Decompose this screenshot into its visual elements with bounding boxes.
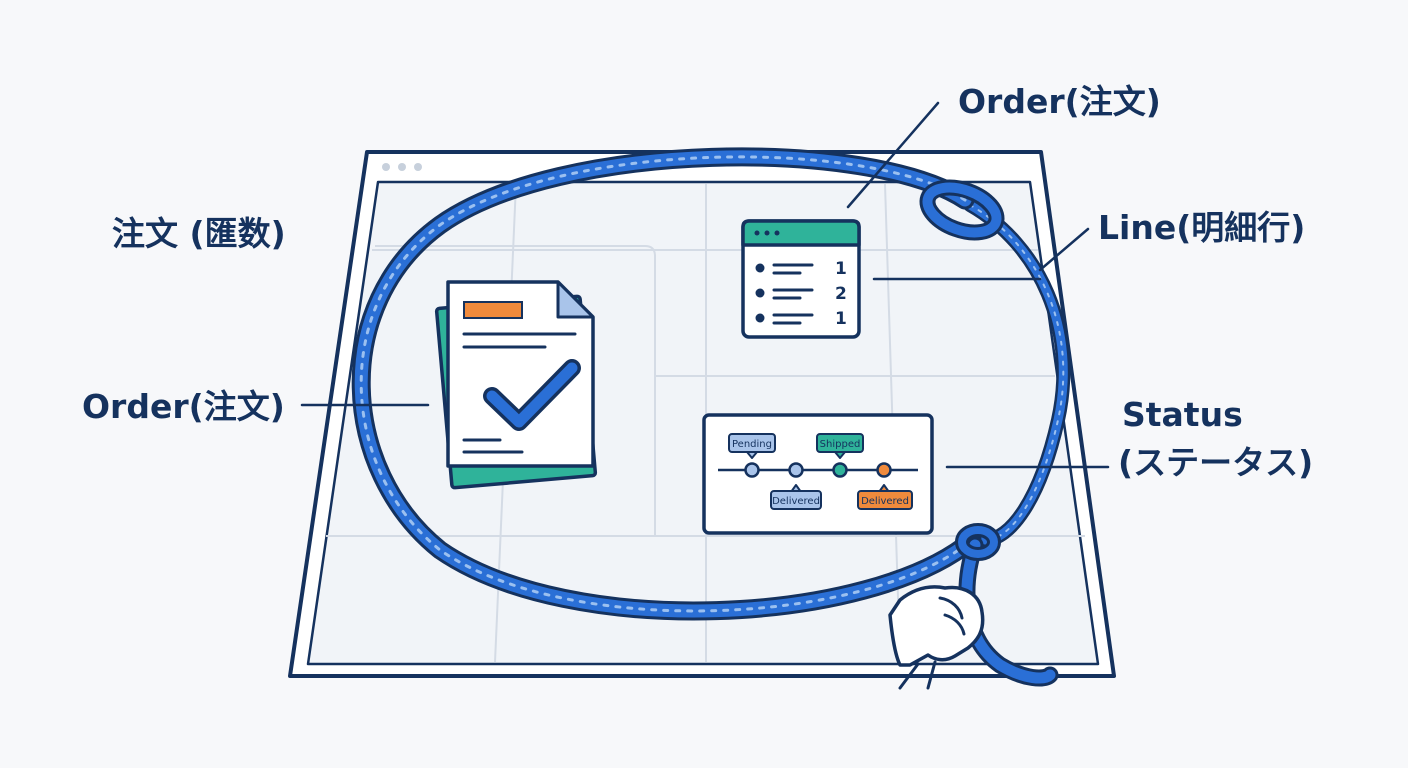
hand-icon (888, 585, 985, 690)
status-step-delivered: Delivered (772, 496, 820, 507)
line-qty-2: 2 (835, 284, 847, 304)
label-order-left: Order(注文) (82, 387, 285, 426)
list-rows: 1 2 1 (755, 259, 847, 329)
status-timeline-icon: Pending Shipped Delivered Delivered (702, 413, 934, 535)
leader-lines (300, 101, 1110, 469)
lasso-rope-icon (351, 147, 1071, 687)
list-window-icon: 1 2 1 (741, 219, 861, 339)
line-qty-1: 1 (835, 259, 847, 279)
status-step-delivered-final: Delivered (861, 496, 909, 507)
label-status: Status (1122, 395, 1243, 434)
line-qty-3: 1 (835, 309, 847, 329)
label-function: 注文 (匯数) (112, 214, 286, 253)
window-dots (382, 163, 422, 171)
labels: Order(注文) 注文 (匯数) Line(明細行) Order(注文) St… (82, 82, 1313, 482)
document-check-icon (434, 280, 598, 490)
status-step-shipped: Shipped (820, 439, 861, 450)
label-line: Line(明細行) (1098, 208, 1305, 247)
status-step-pending: Pending (732, 439, 772, 450)
label-status-jp: (ステータス) (1118, 443, 1313, 482)
label-order-top: Order(注文) (958, 82, 1161, 121)
